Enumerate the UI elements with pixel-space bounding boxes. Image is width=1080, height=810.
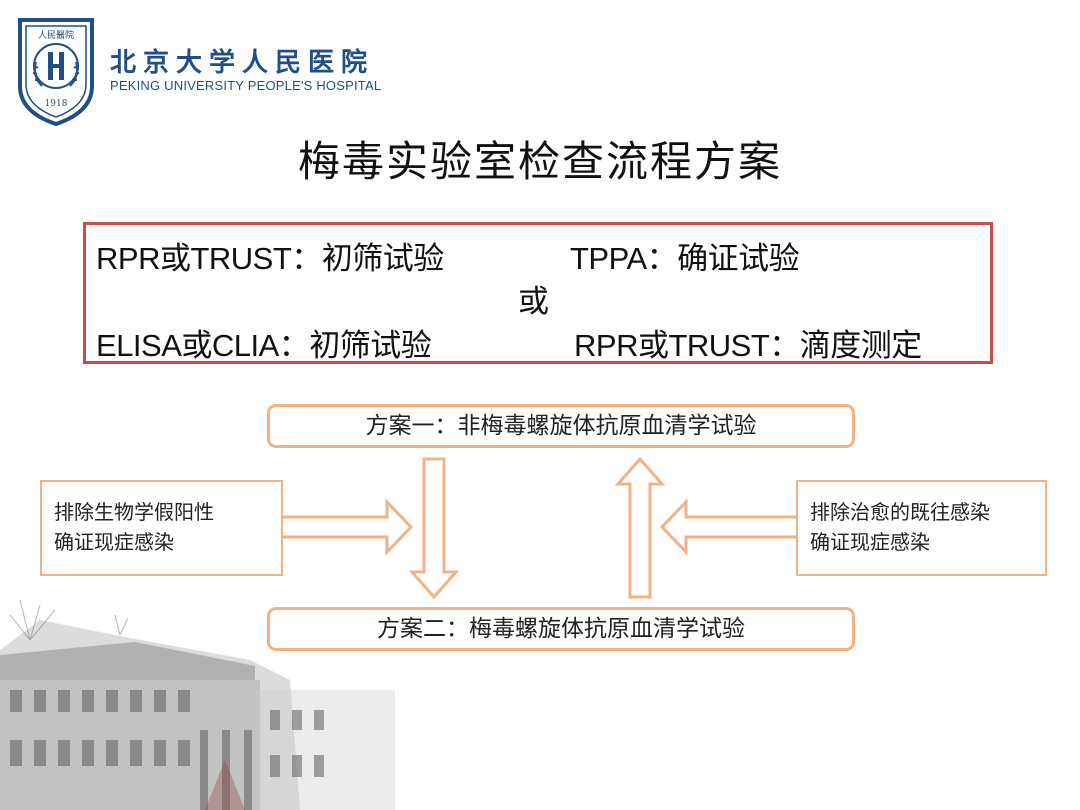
summary-row1-left: RPR或TRUST：初筛试验 [96, 241, 444, 276]
plan1-label: 方案一：非梅毒螺旋体抗原血清学试验 [365, 413, 757, 439]
right-note-box: 排除治愈的既往感染 确证现症感染 [796, 480, 1047, 576]
summary-row1-right: TPPA：确证试验 [570, 241, 800, 276]
seal-top-text: 人民醫院 [38, 29, 74, 41]
plan1-box: 方案一：非梅毒螺旋体抗原血清学试验 [267, 404, 855, 448]
left-note-line2: 确证现症感染 [54, 530, 174, 554]
hospital-logo: 人民醫院 1918 北京大学人民医院 PEKING UNIVERSITY PEO… [14, 16, 394, 128]
left-note-box: 排除生物学假阳性 确证现症感染 [40, 480, 283, 576]
page-title: 梅毒实验室检查流程方案 [297, 137, 782, 186]
right-arrow-icon [283, 498, 414, 556]
summary-row2-left: ELISA或CLIA：初筛试验 [96, 328, 432, 363]
right-note-line2: 确证现症感染 [810, 530, 930, 554]
logo-chinese-name: 北京大学人民医院 [110, 48, 375, 78]
plan2-box: 方案二：梅毒螺旋体抗原血清学试验 [267, 607, 855, 651]
down-arrow-icon [408, 457, 460, 600]
logo-english-name: PEKING UNIVERSITY PEOPLE'S HOSPITAL [110, 78, 382, 93]
seal-year: 1918 [45, 99, 68, 109]
left-note-line1: 排除生物学假阳性 [54, 500, 214, 524]
left-arrow-icon [659, 498, 796, 556]
summary-row2-right: RPR或TRUST：滴度测定 [574, 328, 922, 363]
summary-middle-or: 或 [518, 284, 549, 319]
hospital-seal-icon: 人民醫院 1918 [14, 16, 98, 128]
up-arrow-icon [614, 456, 666, 599]
right-note-line1: 排除治愈的既往感染 [810, 500, 990, 524]
plan2-label: 方案二：梅毒螺旋体抗原血清学试验 [377, 616, 745, 642]
summary-box: RPR或TRUST：初筛试验 TPPA：确证试验 或 ELISA或CLIA：初筛… [83, 222, 993, 364]
